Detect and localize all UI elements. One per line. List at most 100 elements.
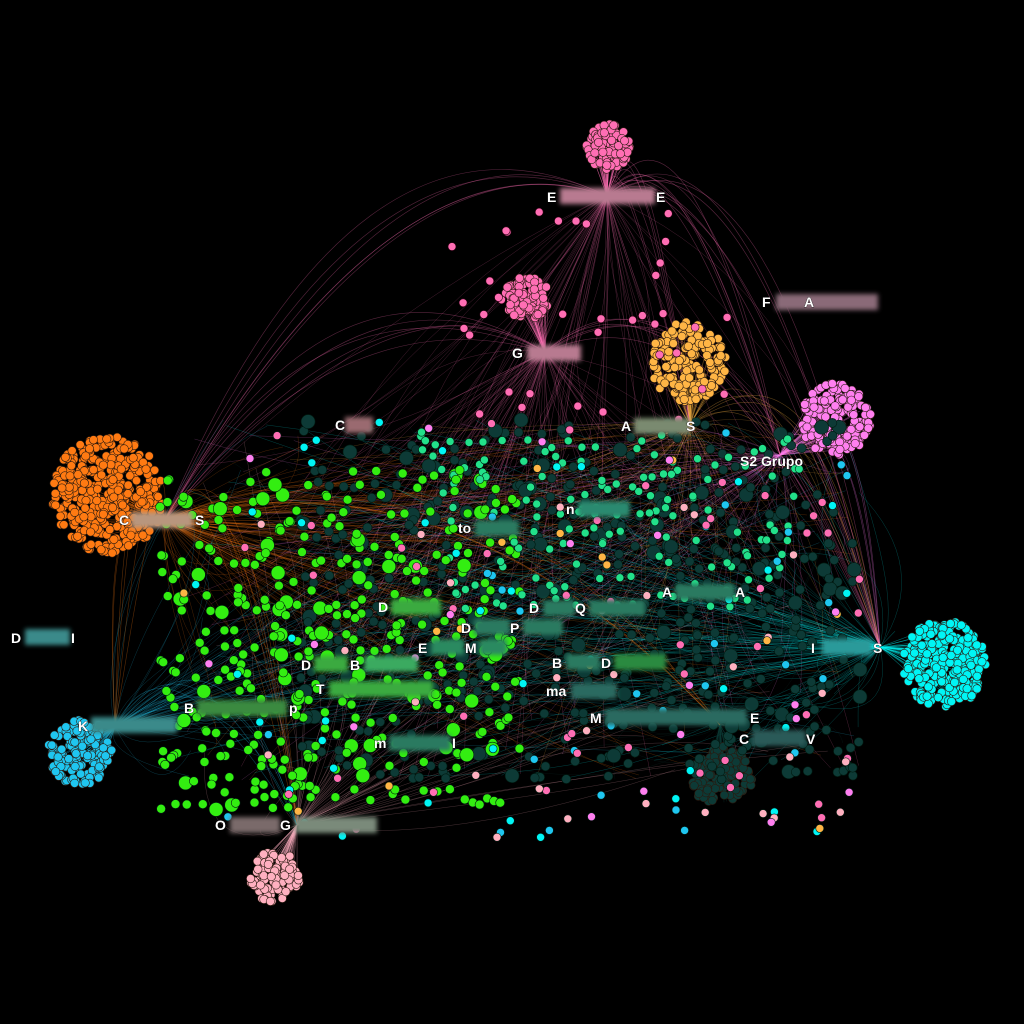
graph-node	[70, 737, 80, 747]
graph-node	[632, 444, 642, 453]
graph-node	[313, 477, 323, 487]
graph-edge	[164, 519, 535, 758]
graph-node	[705, 357, 715, 367]
graph-edge	[786, 467, 881, 648]
graph-node	[612, 442, 628, 458]
graph-node	[596, 753, 607, 764]
graph-node	[98, 509, 108, 519]
graph-node	[461, 585, 470, 594]
graph-node	[707, 795, 717, 805]
graph-node	[447, 242, 457, 251]
graph-edge	[164, 519, 849, 634]
graph-node	[204, 659, 214, 669]
graph-node	[551, 452, 561, 461]
graph-node	[571, 216, 581, 226]
graph-node	[847, 538, 858, 549]
graph-node	[764, 509, 775, 520]
graph-node	[475, 475, 485, 484]
graph-node	[383, 550, 394, 560]
graph-node	[240, 558, 251, 568]
graph-node	[721, 428, 731, 438]
graph-edge	[259, 496, 721, 726]
graph-node	[523, 435, 533, 445]
svg-text:D: D	[461, 620, 471, 636]
graph-node	[945, 634, 955, 644]
graph-node	[487, 512, 497, 522]
graph-node	[663, 539, 679, 555]
graph-node	[374, 418, 384, 427]
graph-node	[459, 711, 469, 721]
graph-edge	[495, 480, 721, 726]
graph-edge	[516, 609, 881, 648]
graph-node	[368, 616, 379, 627]
graph-node	[324, 526, 334, 537]
graph-node	[246, 683, 256, 694]
graph-node	[760, 543, 771, 553]
graph-node	[664, 347, 674, 357]
graph-node	[500, 504, 510, 515]
graph-node	[375, 717, 386, 727]
graph-node	[430, 440, 440, 450]
graph-node	[797, 641, 808, 652]
graph-node	[655, 258, 665, 268]
graph-node	[337, 529, 348, 540]
graph-node	[536, 832, 545, 842]
graph-node	[324, 481, 335, 491]
graph-node	[672, 433, 683, 443]
graph-node	[725, 602, 735, 612]
graph-node	[402, 566, 412, 576]
graph-node	[529, 284, 539, 294]
graph-node	[742, 678, 753, 689]
graph-edge	[297, 454, 781, 643]
graph-edge	[181, 646, 881, 757]
graph-node	[473, 711, 484, 721]
svg-text:G: G	[512, 345, 523, 361]
graph-edge	[534, 195, 608, 618]
graph-node	[454, 661, 465, 672]
graph-node	[801, 697, 812, 708]
svg-text:E: E	[547, 189, 556, 205]
graph-node	[515, 606, 525, 616]
graph-node	[678, 321, 688, 331]
svg-text:E: E	[750, 710, 759, 726]
graph-edge	[299, 502, 881, 648]
graph-node	[250, 559, 260, 570]
graph-node	[846, 395, 856, 405]
graph-node	[582, 726, 591, 736]
graph-node	[126, 530, 136, 540]
graph-node	[825, 625, 836, 636]
graph-node	[191, 580, 200, 589]
graph-node	[253, 730, 263, 740]
graph-edge	[508, 646, 881, 767]
label-F-A: F A	[762, 294, 878, 310]
graph-node	[661, 681, 672, 692]
graph-node	[316, 555, 326, 566]
graph-node	[417, 619, 427, 630]
graph-node	[296, 672, 306, 683]
graph-node	[763, 565, 773, 575]
graph-node	[459, 324, 469, 333]
graph-node	[474, 799, 485, 810]
graph-node	[317, 465, 328, 475]
graph-node	[240, 543, 250, 552]
graph-node	[445, 610, 455, 619]
graph-node	[809, 511, 818, 521]
graph-node	[277, 764, 288, 775]
graph-edge	[309, 351, 546, 689]
graph-edge	[606, 180, 881, 648]
graph-edge	[328, 195, 608, 667]
graph-edge	[544, 351, 643, 466]
graph-node	[537, 437, 547, 447]
svg-text:D: D	[601, 655, 611, 671]
graph-node	[968, 648, 978, 658]
graph-node	[220, 641, 230, 652]
graph-edge	[461, 451, 881, 648]
graph-node	[552, 673, 562, 683]
graph-node	[175, 653, 185, 664]
graph-node	[766, 817, 776, 827]
graph-node	[421, 436, 430, 446]
graph-node	[926, 629, 936, 639]
graph-edge	[305, 350, 546, 479]
graph-edge	[606, 180, 881, 648]
graph-node	[255, 880, 265, 890]
